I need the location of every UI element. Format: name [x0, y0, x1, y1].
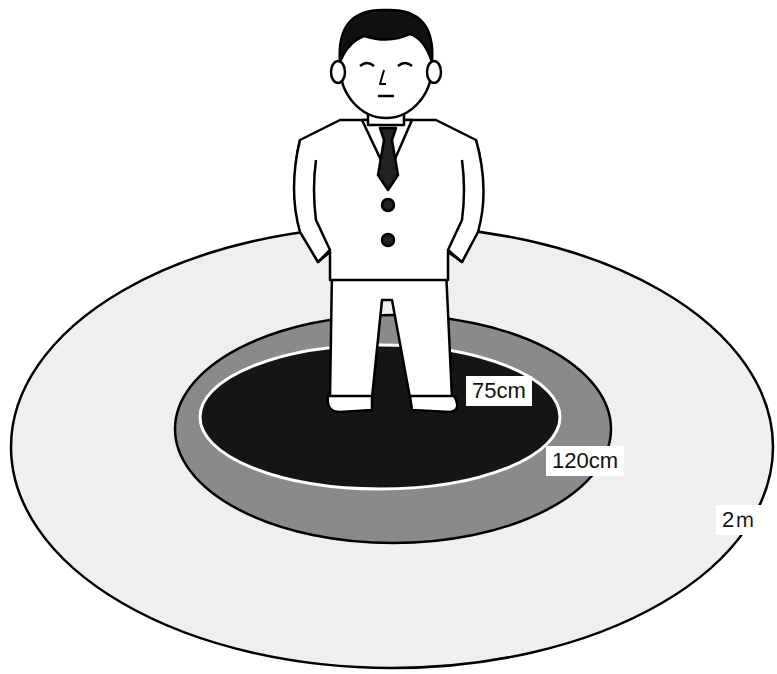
- man-figure: [294, 10, 484, 412]
- dimension-label: 2ｍ: [716, 505, 762, 535]
- outer-ring: [11, 226, 773, 668]
- middle-ring: [175, 315, 611, 543]
- dimension-label: 75cm: [466, 376, 532, 406]
- dimension-label: 120cm: [546, 446, 624, 476]
- inner-ring: [200, 345, 560, 489]
